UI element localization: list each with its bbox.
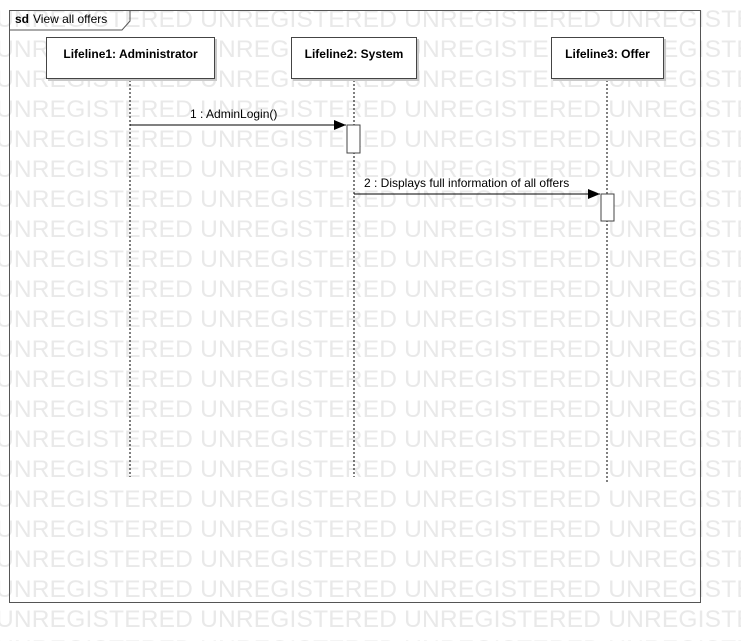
message-2-label[interactable]: 2 : Displays full information of all off… <box>364 176 570 190</box>
activation-bar-offer[interactable] <box>600 193 615 222</box>
lifeline-administrator-label: Lifeline1: Administrator <box>63 47 198 61</box>
frame-keyword: sd <box>15 12 30 26</box>
lifeline-administrator-head[interactable]: Lifeline1: Administrator <box>46 37 215 79</box>
sequence-diagram-frame <box>9 10 701 603</box>
lifeline-system-head[interactable]: Lifeline2: System <box>291 37 417 79</box>
lifeline-offer-label: Lifeline3: Offer <box>565 47 650 61</box>
lifeline-offer-head[interactable]: Lifeline3: Offer <box>551 37 664 79</box>
frame-tab-outline <box>9 10 131 31</box>
message-2-arrowhead <box>588 189 600 199</box>
frame-title: View all offers <box>33 12 108 26</box>
lifeline-system-label: Lifeline2: System <box>304 47 404 61</box>
message-1-arrowhead <box>334 120 346 130</box>
message-1-label[interactable]: 1 : AdminLogin() <box>190 107 278 121</box>
activation-bar-system[interactable] <box>346 124 361 154</box>
